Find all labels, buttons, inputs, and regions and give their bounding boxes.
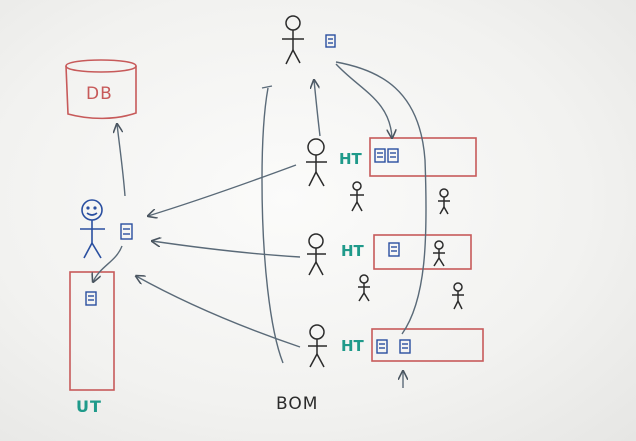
small-person-figure <box>438 188 450 215</box>
database-cylinder <box>65 59 137 120</box>
arrow-doc-to-ht1 <box>335 63 392 138</box>
document-icon <box>374 148 386 163</box>
user-figure <box>80 199 105 259</box>
document-icon <box>376 339 388 354</box>
document-icon <box>325 34 336 48</box>
ht-label: HT <box>341 242 364 260</box>
bom-connector-tick <box>261 85 273 89</box>
document-icon <box>399 339 411 354</box>
document-icon <box>388 242 400 257</box>
arrow-user-to-ut <box>93 245 123 282</box>
arrow-ht2-to-user <box>152 241 301 258</box>
bom-connector-line <box>261 87 284 364</box>
ut-box <box>69 271 115 391</box>
person-figure <box>306 138 327 187</box>
ut-label: UT <box>76 397 102 416</box>
doc-to-ht3-connector <box>335 61 427 335</box>
arrow-ht3-to-user <box>136 276 301 348</box>
ht-box-3 <box>371 328 484 362</box>
arrow-user-to-db <box>117 124 126 197</box>
document-icon <box>120 223 133 240</box>
small-person-figure <box>433 240 445 267</box>
arrow-ht1-to-top <box>314 80 321 137</box>
small-person-figure <box>358 274 370 302</box>
ht-label: HT <box>339 150 362 168</box>
document-icon <box>85 291 97 306</box>
document-icon <box>387 148 399 163</box>
ht-box-1 <box>369 137 477 177</box>
arrow-ht1-to-user <box>148 164 297 216</box>
person-figure <box>307 233 326 276</box>
person-figure-top <box>282 15 304 65</box>
small-person-figure <box>350 181 364 212</box>
db-label: DB <box>86 84 113 104</box>
person-figure <box>308 324 327 368</box>
bom-label: BOM <box>276 394 319 414</box>
small-person-figure <box>452 282 464 310</box>
ht-label: HT <box>341 337 364 355</box>
